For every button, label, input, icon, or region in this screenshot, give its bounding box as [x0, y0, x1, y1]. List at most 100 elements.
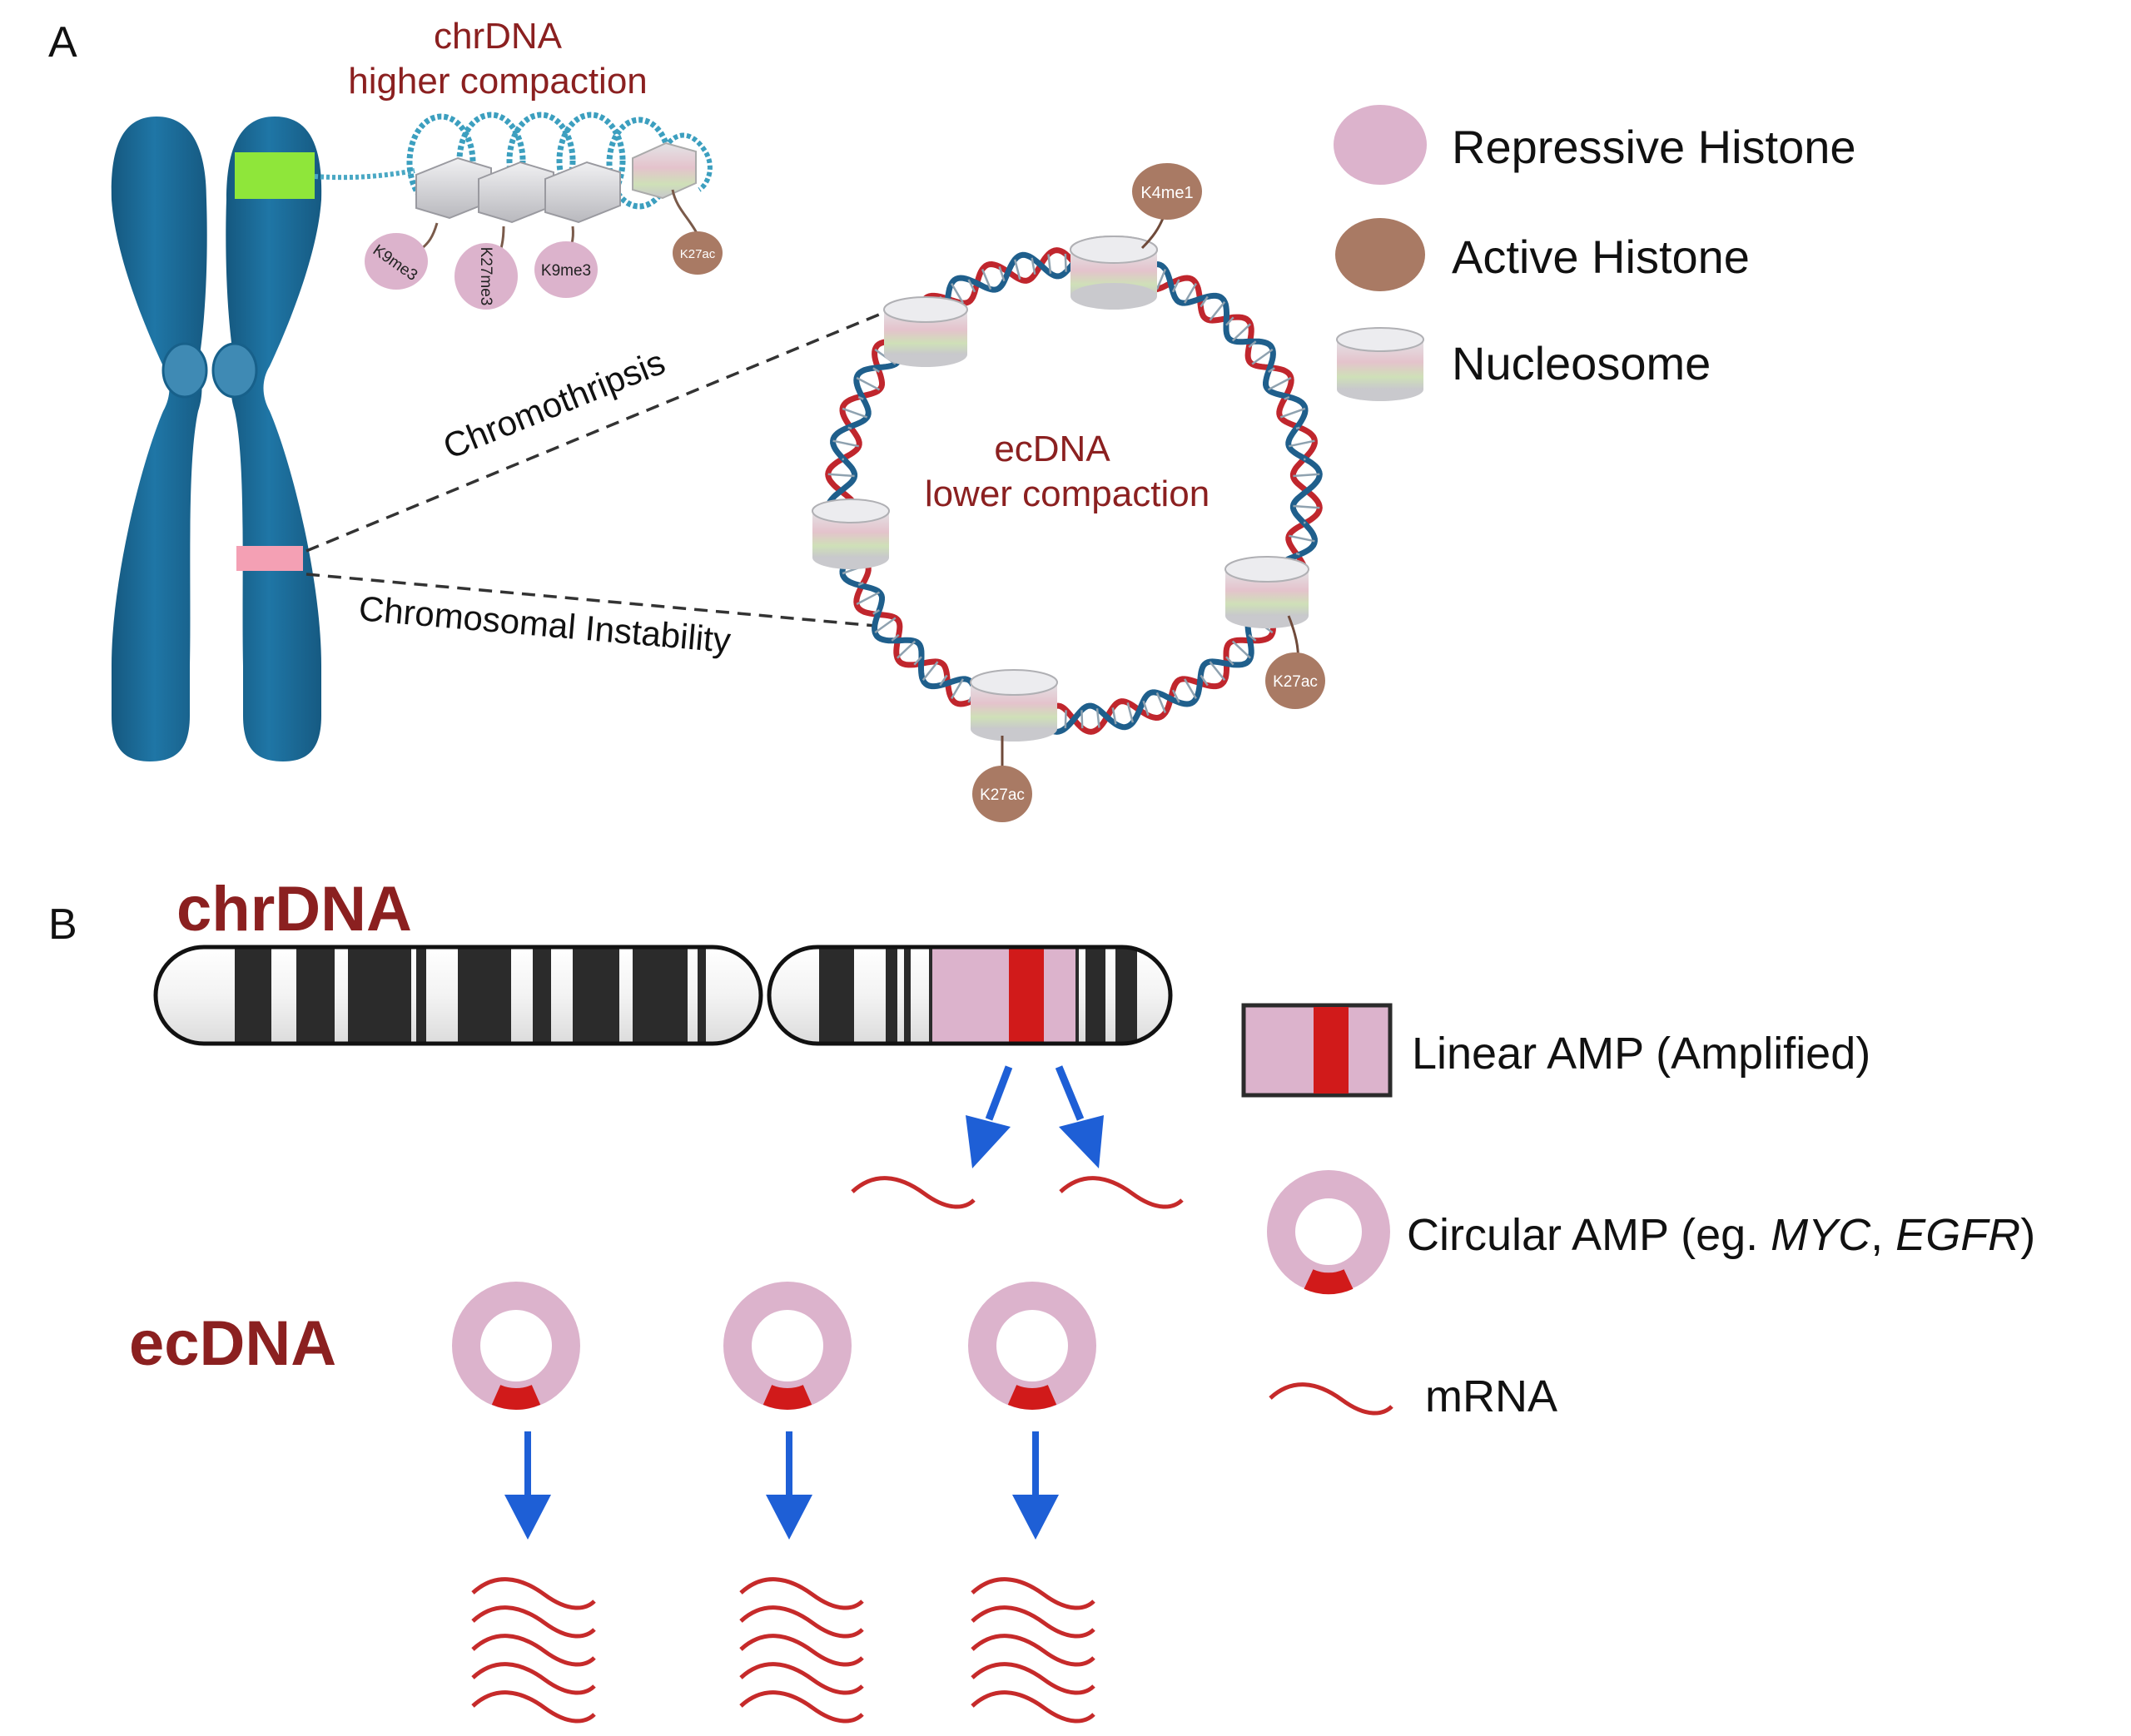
- dna-rung: [951, 678, 964, 700]
- chromatid-right: [226, 117, 322, 761]
- dna-rung: [1289, 534, 1315, 543]
- dna-rung: [1155, 269, 1167, 290]
- repressive-histone-mark: [534, 241, 598, 298]
- chromosome-ideogram: [153, 945, 1173, 1046]
- dna-rung: [913, 656, 922, 666]
- dna-rung: [872, 367, 880, 373]
- dna-rung: [1184, 678, 1197, 700]
- dna-rung: [1080, 710, 1084, 729]
- dna-rung: [951, 282, 964, 304]
- dna-rung: [1155, 692, 1167, 713]
- mrna-wave: [971, 1634, 1095, 1667]
- ring-nucleosome: [1070, 236, 1158, 310]
- dna-rung: [857, 582, 864, 587]
- legend-repressive-label: Repressive Histone: [1452, 121, 1856, 173]
- mark-k4me1: K4me1: [1140, 184, 1193, 202]
- ecdna-circle: [723, 1282, 852, 1410]
- panel-a-label: A: [48, 18, 77, 67]
- dna-rung: [998, 265, 1006, 282]
- dna-rung: [872, 609, 880, 615]
- legend-linear-label: Linear AMP (Amplified): [1412, 1029, 1870, 1079]
- dna-rung: [1209, 661, 1226, 682]
- chr-mrna: [851, 1176, 1184, 1209]
- dna-rung: [842, 407, 868, 419]
- chromatid-left: [111, 117, 207, 761]
- ring-nucleosome: [883, 296, 968, 367]
- connector-lines: [305, 313, 880, 627]
- dna-rung: [1095, 708, 1100, 728]
- dna-rung: [1248, 633, 1257, 642]
- mark-k9me3-b: K9me3: [541, 262, 591, 280]
- pink-locus: [236, 546, 303, 571]
- amp-gene-band: [1009, 949, 1044, 1042]
- mrna-wave: [739, 1605, 864, 1639]
- legend-a: Repressive Histone Active Histone Nucleo…: [1334, 105, 1856, 401]
- mrna-wave: [471, 1634, 596, 1667]
- chr-arrows: [966, 1065, 1104, 1168]
- active-histone-mark: [972, 766, 1032, 822]
- dna-rung: [856, 591, 881, 606]
- mark-k27ac-right: K27ac: [1273, 673, 1318, 691]
- dna-rung: [856, 376, 881, 391]
- chromatin-fiber: [314, 112, 713, 259]
- mrna-wave: [971, 1662, 1095, 1695]
- ecdna-circle: [968, 1282, 1096, 1410]
- mrna-wave: [739, 1662, 864, 1695]
- dna-rung: [1248, 340, 1257, 349]
- dna-rung: [1293, 473, 1320, 478]
- dna-rung: [1295, 552, 1300, 556]
- dna-rung: [1225, 316, 1234, 326]
- dna-rung: [1031, 257, 1036, 275]
- ring-nucleosomes: [812, 236, 1309, 742]
- repressive-histone-mark: [365, 233, 428, 290]
- legend-mrna-swatch: [1269, 1382, 1393, 1416]
- dna-rung: [1231, 323, 1251, 342]
- dna-rung: [847, 426, 852, 430]
- dna-rung: [1209, 300, 1226, 321]
- legend-active-swatch: [1335, 218, 1425, 291]
- dna-rung: [1200, 295, 1209, 308]
- dna-rung: [1184, 282, 1197, 304]
- dna-rung: [921, 661, 939, 682]
- legend-nucleosome-label: Nucleosome: [1452, 337, 1711, 389]
- ec-arrows: [504, 1431, 1059, 1540]
- mrna-wave: [971, 1605, 1095, 1639]
- panel-b-label: B: [48, 900, 77, 949]
- dna-rung: [1279, 407, 1306, 419]
- mark-k27me3: K27me3: [477, 247, 494, 306]
- dna-rung: [1293, 504, 1320, 509]
- mark-k27ac-top: K27ac: [680, 247, 716, 261]
- dna-rung: [897, 640, 916, 659]
- dna-rung: [1289, 439, 1315, 448]
- ec-title-line2: lower compaction: [925, 474, 1210, 514]
- mrna-wave: [471, 1605, 596, 1639]
- dna-rung: [1284, 395, 1290, 400]
- chromosome: [111, 117, 322, 761]
- legend-mrna-label: mRNA: [1425, 1371, 1557, 1421]
- dna-rung: [1295, 426, 1300, 430]
- ring-nucleosome: [1224, 556, 1309, 628]
- ec-title-line1: ecDNA: [994, 429, 1110, 469]
- legend-active-label: Active Histone: [1452, 231, 1750, 283]
- mrna-wave: [471, 1690, 596, 1724]
- legend-repressive-swatch: [1334, 105, 1427, 185]
- mrna-wave: [739, 1690, 864, 1724]
- ec-mrna: [471, 1577, 1095, 1724]
- ecdna-circles: [452, 1282, 1096, 1410]
- dna-rung: [1013, 259, 1021, 280]
- mrna-wave: [971, 1690, 1095, 1724]
- dna-rung: [967, 279, 976, 293]
- dna-rung: [981, 269, 992, 290]
- centromere-left: [161, 342, 208, 399]
- chr-histone-marks: K9me3 K27me3 K9me3 K27ac: [365, 231, 723, 310]
- mrna-wave: [471, 1662, 596, 1695]
- dna-rung: [1126, 702, 1135, 723]
- legend-circular-swatch: [1267, 1170, 1390, 1295]
- dna-rung: [1225, 656, 1234, 666]
- ecdna-circle: [452, 1282, 580, 1410]
- dna-rung: [857, 395, 864, 400]
- ecdna-ring: K4me1 K27ac K27ac: [812, 163, 1325, 822]
- dna-rung: [891, 633, 900, 642]
- green-locus: [235, 152, 315, 199]
